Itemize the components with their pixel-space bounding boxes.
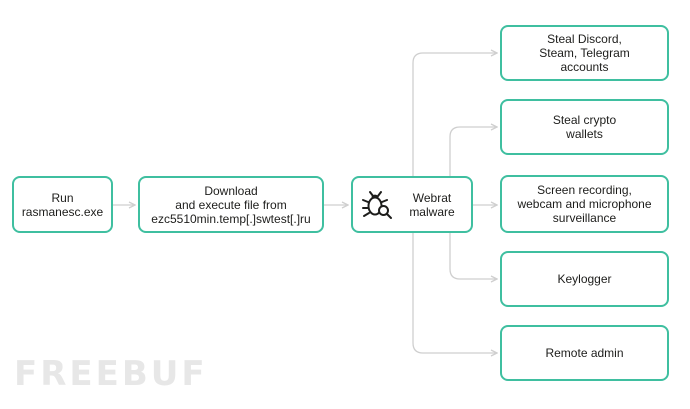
node-keylogger-label: Keylogger bbox=[557, 272, 612, 286]
node-webrat: Webrat malware bbox=[351, 176, 473, 233]
branch-remote-admin bbox=[412, 233, 497, 353]
node-steal-crypto-label: Steal crypto wallets bbox=[552, 113, 617, 141]
node-remote-admin: Remote admin bbox=[500, 325, 669, 381]
node-remote-admin-label: Remote admin bbox=[545, 346, 624, 360]
node-surveillance: Screen recording, webcam and microphone … bbox=[500, 175, 669, 233]
watermark: FREEBUF bbox=[14, 354, 208, 394]
node-steal-crypto: Steal crypto wallets bbox=[500, 99, 669, 155]
node-keylogger: Keylogger bbox=[500, 251, 669, 307]
node-run-label: Run rasmanesc.exe bbox=[21, 190, 104, 219]
node-run: Run rasmanesc.exe bbox=[12, 176, 113, 233]
node-webrat-label: Webrat malware bbox=[409, 190, 455, 219]
branch-keylogger bbox=[449, 233, 497, 279]
node-download: Download and execute file from ezc5510mi… bbox=[138, 176, 324, 233]
branch-crypto bbox=[449, 127, 497, 177]
branch-trunk bbox=[412, 53, 497, 177]
node-steal-accounts: Steal Discord, Steam, Telegram accounts bbox=[500, 25, 669, 81]
node-download-label: Download and execute file from ezc5510mi… bbox=[151, 183, 311, 226]
node-surveillance-label: Screen recording, webcam and microphone … bbox=[517, 183, 652, 225]
node-steal-accounts-label: Steal Discord, Steam, Telegram accounts bbox=[539, 32, 630, 74]
bug-search-icon bbox=[362, 190, 392, 219]
